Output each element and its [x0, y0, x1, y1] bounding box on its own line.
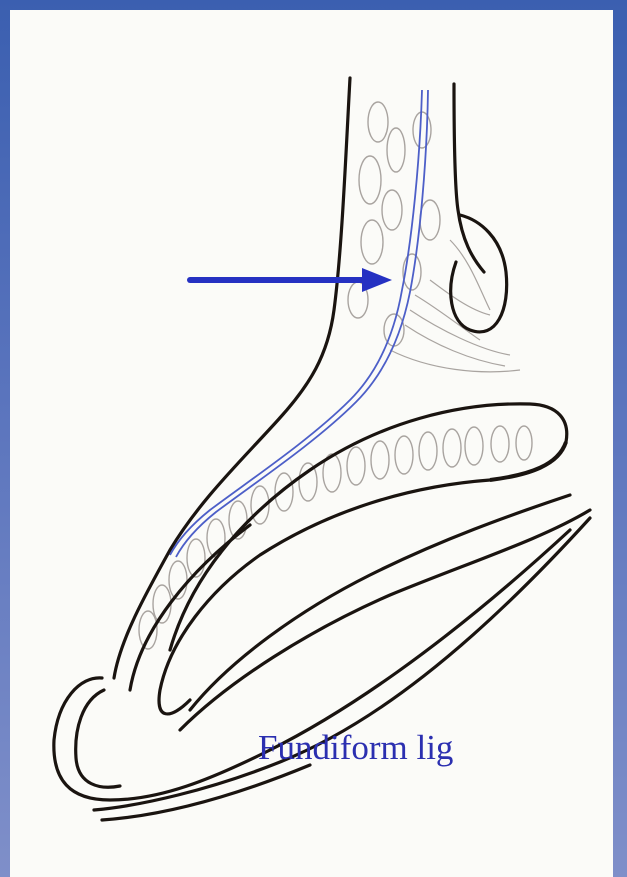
ligament-fibres	[390, 240, 520, 372]
ink-accent	[490, 442, 566, 480]
drawing-panel: Fundiform lig	[10, 10, 613, 877]
figure-caption: Fundiform lig	[258, 728, 453, 768]
fat-lobules	[139, 102, 532, 649]
pointer-arrow	[190, 268, 392, 292]
arrow-right-icon	[362, 268, 392, 292]
ink-outlines	[54, 78, 590, 820]
